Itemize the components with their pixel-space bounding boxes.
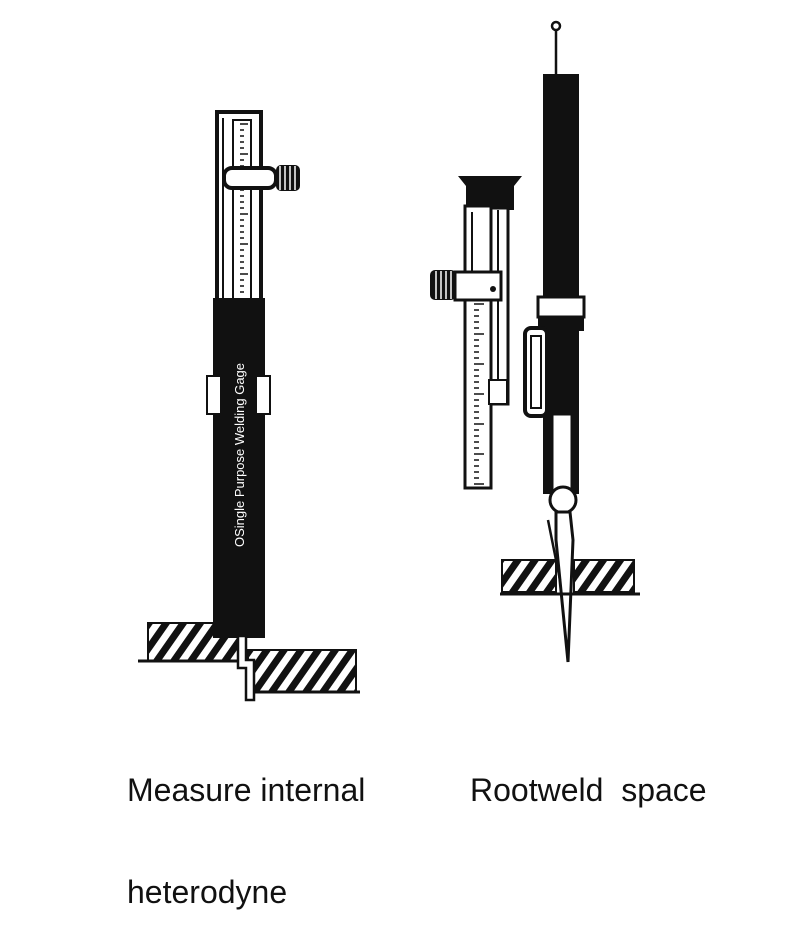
middle-screw-icon: [490, 286, 496, 292]
right-needle-pointer: [554, 510, 575, 663]
caption-left-line-1: Measure internal: [127, 772, 366, 808]
right-pivot-ball: [548, 485, 578, 515]
middle-scale-ticks: [474, 303, 484, 485]
caption-left: Measure internal heterodyne: [127, 705, 365, 943]
right-shaft: [550, 412, 574, 496]
left-clip-tabs: [206, 375, 271, 415]
right-plate-right: [573, 559, 635, 593]
welding-gage-diagram: OSingle Purpose Welding Gage: [138, 20, 640, 702]
left-gage: OSingle Purpose Welding Gage: [138, 110, 360, 702]
left-probe-tip: [236, 634, 256, 702]
caption-right: Rootweld space: [470, 705, 707, 841]
caption-right-line-1: Rootweld space: [470, 772, 707, 808]
right-clamp-band: [536, 295, 586, 319]
middle-block: [453, 270, 503, 302]
gage-label: OSingle Purpose Welding Gage: [232, 363, 247, 547]
right-gage: [500, 20, 640, 663]
left-slider: [222, 165, 300, 191]
left-knob-icon: [279, 166, 296, 190]
middle-cap: [458, 176, 522, 210]
left-lower-plate: [247, 649, 360, 694]
right-plate-left: [501, 559, 557, 593]
left-gage-body: [213, 298, 265, 638]
middle-scale: [463, 204, 493, 490]
middle-knob-icon: [430, 270, 456, 300]
middle-gage: [430, 176, 522, 490]
caption-left-line-2: heterodyne: [127, 874, 288, 910]
left-scale-tube: [215, 110, 263, 304]
